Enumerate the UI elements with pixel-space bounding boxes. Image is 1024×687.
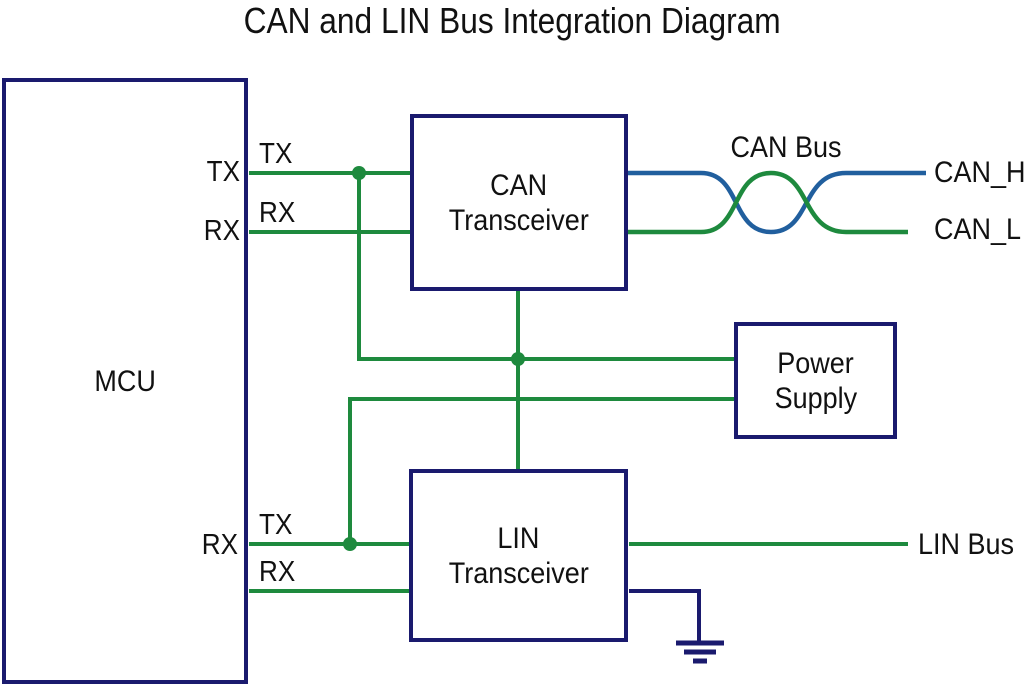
- can-high-label: CAN_H: [934, 156, 1024, 189]
- ground-wire: [629, 589, 701, 641]
- lin-bus-label: LIN Bus: [918, 528, 1015, 561]
- mcu-label: MCU: [94, 364, 156, 398]
- power-rail-1-wire: [357, 173, 734, 361]
- can-rx-wire-label: RX: [259, 197, 296, 229]
- mcu-block: MCU: [2, 78, 248, 684]
- power-supply-block: Power Supply: [734, 322, 897, 439]
- power-rail-2-wire: [348, 397, 734, 544]
- can-bus-twisted-pair: [628, 170, 926, 235]
- diagram-title: CAN and LIN Bus Integration Diagram: [0, 0, 1024, 42]
- junction-dot-can-tx: [352, 166, 366, 180]
- power-supply-label-line2: Supply: [774, 381, 857, 415]
- lin-tx-wire-label: TX: [259, 509, 293, 541]
- can-low-label: CAN_L: [934, 213, 1022, 246]
- can-transceiver-label-line2: Transceiver: [448, 203, 590, 237]
- diagram-title-text: CAN and LIN Bus Integration Diagram: [243, 0, 781, 41]
- mcu-can-rx-pin-label: RX: [203, 215, 240, 247]
- mcu-lin-rx-pin-label: RX: [201, 529, 238, 561]
- can-low-wire: [628, 170, 908, 235]
- can-tx-wire-label: TX: [259, 138, 293, 170]
- junction-dot-power-rail: [511, 352, 525, 366]
- lin-transceiver-label-line1: LIN: [497, 521, 540, 555]
- can-high-wire: [628, 170, 926, 235]
- lin-transceiver-block: LIN Transceiver: [409, 469, 628, 642]
- lin-rx-wire-label: RX: [259, 556, 296, 588]
- ground-icon: [629, 589, 724, 664]
- can-bus-label: CAN Bus: [730, 131, 842, 164]
- can-transceiver-label-line1: CAN: [490, 168, 548, 202]
- lin-transceiver-label-line2: Transceiver: [448, 556, 589, 590]
- power-supply-label-line1: Power: [777, 346, 854, 380]
- can-transceiver-block: CAN Transceiver: [410, 114, 628, 291]
- junction-dot-lin-tx: [343, 537, 357, 551]
- mcu-can-tx-pin-label: TX: [206, 156, 240, 188]
